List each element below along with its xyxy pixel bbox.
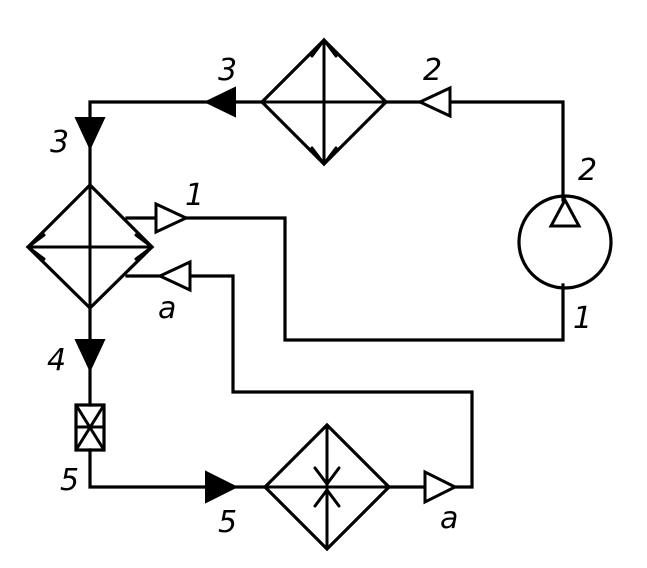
label-left-3: 3 <box>50 125 69 160</box>
solid-arrow-left-icon <box>203 86 236 118</box>
pipe-5 <box>88 448 269 489</box>
label-top-2: 2 <box>423 53 442 88</box>
solid-arrow-right-icon <box>205 470 239 504</box>
labels: 3 2 3 2 1 1 a 4 5 5 a <box>47 53 597 540</box>
heat-exchanger-left <box>25 182 155 311</box>
filter-box <box>74 403 106 452</box>
label-left-5: 5 <box>60 463 79 498</box>
label-top-3: 3 <box>218 53 237 88</box>
label-line-a: a <box>158 291 176 326</box>
pump-triangle-icon <box>548 196 582 228</box>
heat-exchanger-top <box>259 37 389 167</box>
label-bottom-a: a <box>440 501 458 536</box>
hollow-arrow-left-icon <box>156 259 192 293</box>
hollow-arrow-right-icon <box>423 469 459 505</box>
pipe-1 <box>125 216 565 342</box>
hollow-arrow-right-icon <box>154 201 190 235</box>
label-pump-1: 1 <box>573 301 592 336</box>
hollow-arrow-left-icon <box>416 85 452 119</box>
solid-arrow-down-icon <box>74 117 106 151</box>
pump-circle <box>517 194 613 290</box>
label-pump-2: 2 <box>578 153 597 188</box>
label-bottom-5: 5 <box>218 505 237 540</box>
heat-exchanger-bottom <box>262 422 392 552</box>
flow-arrows <box>74 85 459 505</box>
pipe-a <box>125 274 474 489</box>
label-line-1: 1 <box>185 178 204 213</box>
label-left-4: 4 <box>47 343 66 378</box>
pipe-2-top <box>384 100 565 202</box>
solid-arrow-down-icon <box>74 339 106 373</box>
pipe-3-top <box>88 100 264 187</box>
